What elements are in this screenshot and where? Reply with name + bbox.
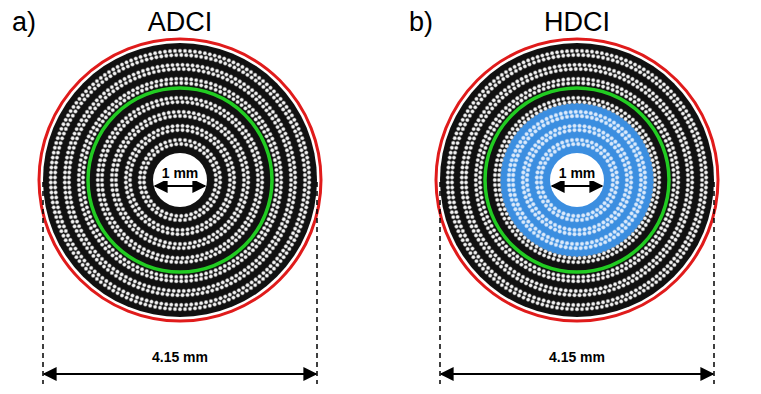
dimension-label: 4.15 mm xyxy=(152,350,208,365)
hdci-cross-section xyxy=(436,39,718,321)
panel-title: HDCI xyxy=(544,8,610,38)
dimension-label: 1 mm xyxy=(557,166,598,181)
panel-letter: a) xyxy=(12,8,36,38)
dimension-lines xyxy=(43,182,714,384)
adci-cross-section xyxy=(39,39,321,321)
panel-title: ADCI xyxy=(148,8,213,38)
panel-letter: b) xyxy=(409,8,433,38)
dimension-label: 1 mm xyxy=(160,166,201,181)
dimension-label: 4.15 mm xyxy=(549,350,605,365)
